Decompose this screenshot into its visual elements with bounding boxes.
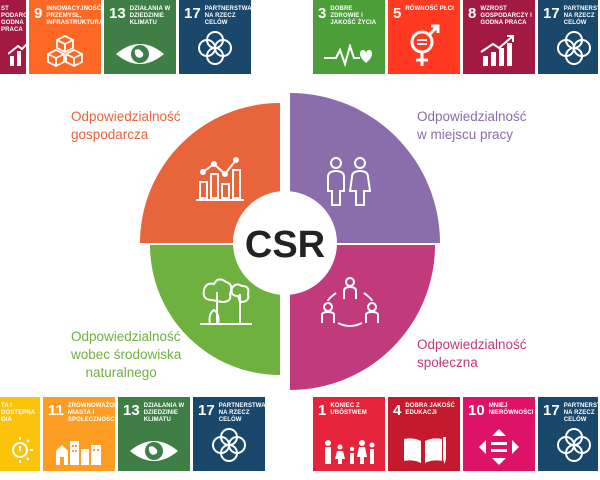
label-line: Odpowiedzialność bbox=[417, 109, 527, 124]
tile-title: KONIEC Z UBÓSTWEM bbox=[330, 403, 367, 416]
city-icon bbox=[56, 441, 101, 465]
label-workplace: Odpowiedzialność w miejscu pracy bbox=[417, 108, 527, 144]
sun-power-icon bbox=[12, 437, 33, 463]
tile-number: 17 bbox=[543, 402, 560, 419]
tile-title: INNOWACYJNOŚĆ, PRZEMYSŁ, INFRASTRUKTURA bbox=[46, 6, 101, 26]
tile-title: DZIAŁANIA W DZIEDZINIE KLIMATU bbox=[143, 403, 185, 423]
quadrant-workplace bbox=[290, 93, 440, 243]
tile-title: PARTNERSTWA NA RZECZ CELÓW bbox=[218, 403, 265, 423]
tile-title: PARTNERSTWA NA RZECZ CELÓW bbox=[563, 6, 598, 26]
tile-number: 13 bbox=[109, 5, 126, 22]
sdg-tile-11: 11ZRÓWNOWAŻONE MIASTA I SPOŁECZNOŚCI bbox=[43, 397, 115, 471]
tile-title: MNIEJ NIERÓWNOŚCI bbox=[488, 403, 534, 416]
label-social: Odpowiedzialność społeczna bbox=[417, 336, 527, 372]
sdg-tiles-top-left: ST PODARCZY GODNA PRACA 9INNOWACYJNOŚĆ, … bbox=[0, 0, 251, 74]
bar-chart-icon bbox=[196, 157, 244, 201]
tile-number: 17 bbox=[543, 5, 560, 22]
tile-number: 9 bbox=[34, 5, 43, 22]
tile-title: RÓWNOŚĆ PŁCI bbox=[405, 6, 454, 12]
equality-icon bbox=[479, 429, 519, 465]
label-environment: Odpowiedzialność wobec środowiska natura… bbox=[71, 328, 181, 382]
label-line: gospodarcza bbox=[71, 127, 149, 142]
csr-center-label: CSR bbox=[245, 224, 325, 266]
tile-number: 17 bbox=[184, 5, 201, 22]
people-icon bbox=[327, 157, 372, 206]
tile-number: 3 bbox=[318, 5, 327, 22]
tile-number: 1 bbox=[318, 402, 327, 419]
quadrant-social bbox=[290, 245, 435, 390]
tile-title: DZIAŁANIA W DZIEDZINIE KLIMATU bbox=[129, 6, 171, 26]
eye-globe-icon bbox=[116, 44, 164, 64]
tile-title: WZROST GOSPODARCZY I GODNA PRACA bbox=[480, 6, 532, 26]
cubes-icon bbox=[47, 34, 83, 68]
growth-chart-icon bbox=[480, 35, 514, 66]
trees-icon bbox=[200, 278, 252, 325]
label-line: społeczna bbox=[417, 355, 478, 370]
family-icon bbox=[325, 440, 375, 464]
label-line: naturalnego bbox=[85, 365, 157, 380]
tile-title: DOBRA JAKOŚĆ EDUKACJI bbox=[405, 403, 455, 416]
label-line: w miejscu pracy bbox=[417, 127, 514, 142]
book-icon bbox=[404, 437, 446, 464]
tile-title: PARTNERSTWA NA RZECZ CELÓW bbox=[204, 6, 251, 26]
tile-number: 8 bbox=[468, 5, 477, 22]
label-line: Odpowiedzialność bbox=[71, 109, 181, 124]
tile-title: ZRÓWNOWAŻONE MIASTA I SPOŁECZNOŚCI bbox=[67, 403, 115, 423]
rings-icon bbox=[557, 31, 591, 65]
tile-number: 5 bbox=[393, 5, 402, 22]
label-economic: Odpowiedzialność gospodarcza bbox=[71, 108, 181, 144]
tile-number: 10 bbox=[468, 402, 485, 419]
rings-icon bbox=[198, 31, 232, 65]
community-icon bbox=[321, 277, 379, 327]
csr-diagram: CSR bbox=[140, 93, 440, 390]
label-line: Odpowiedzialność bbox=[71, 329, 181, 344]
tile-title: TA I DOSTĘPNA GIA bbox=[1, 403, 35, 423]
tile-number: 13 bbox=[123, 402, 140, 419]
rings-icon bbox=[557, 428, 591, 462]
label-line: Odpowiedzialność bbox=[417, 337, 527, 352]
tile-title: PARTNERSTWA NA RZECZ CELÓW bbox=[563, 403, 598, 423]
sdg-tiles-bottom-left: TA I DOSTĘPNA GIA 11ZRÓWNOWAŻONE MIASTA … bbox=[0, 397, 265, 471]
sdg-tile-8-partial: ST PODARCZY GODNA PRACA bbox=[0, 0, 26, 74]
tile-number: 4 bbox=[393, 402, 402, 419]
growth-chart-icon bbox=[8, 43, 26, 66]
heartbeat-icon bbox=[324, 44, 372, 68]
tile-number: 11 bbox=[48, 402, 64, 419]
tile-title: ST PODARCZY GODNA PRACA bbox=[1, 6, 26, 33]
sdg-tile-7-partial: TA I DOSTĘPNA GIA bbox=[0, 397, 40, 471]
csr-center-circle bbox=[233, 191, 337, 295]
tile-number: 17 bbox=[198, 402, 215, 419]
gender-icon bbox=[410, 24, 440, 66]
eye-globe-icon bbox=[130, 441, 178, 461]
tile-title: DOBRE ZDROWIE I JAKOŚĆ ŻYCIA bbox=[330, 6, 377, 26]
rings-icon bbox=[212, 428, 246, 462]
label-line: wobec środowiska bbox=[71, 347, 182, 362]
